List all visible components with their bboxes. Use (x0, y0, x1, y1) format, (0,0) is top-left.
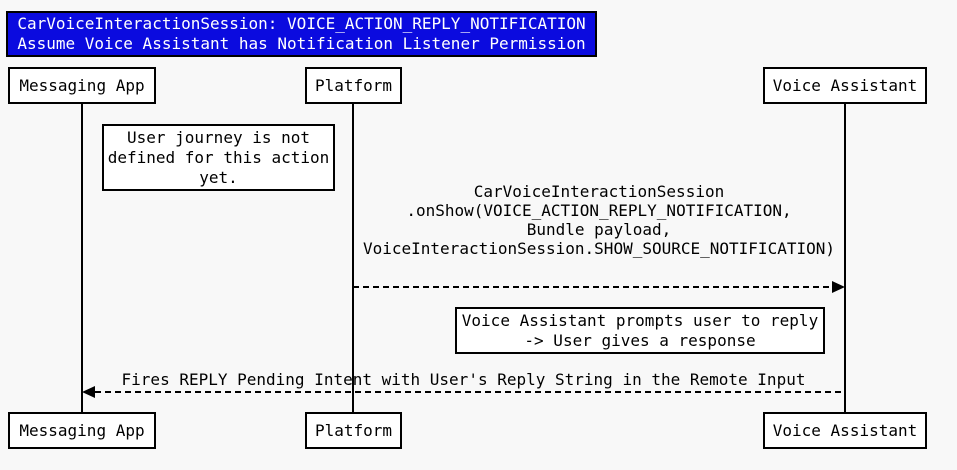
lifeline-messaging-app (81, 104, 83, 413)
note-user-journey-line-2: defined for this action (107, 148, 330, 167)
diagram-title-line-2: Assume Voice Assistant has Notification … (17, 34, 586, 53)
actor-box-platform-top: Platform (305, 67, 402, 104)
message-onshow-line-1: CarVoiceInteractionSession (473, 182, 725, 201)
message-onshow-label: CarVoiceInteractionSession .onShow(VOICE… (353, 182, 845, 258)
actor-box-platform-bottom: Platform (305, 412, 402, 449)
lifeline-voice-assistant (844, 104, 846, 413)
note-prompts-line-2: -> User gives a response (524, 331, 756, 350)
note-user-journey-line-3: yet. (199, 168, 238, 187)
message-reply-intent-arrow (95, 391, 845, 393)
note-user-journey: User journey is not defined for this act… (102, 124, 335, 191)
note-user-journey-line-1: User journey is not (126, 128, 311, 147)
arrowhead-left-icon (82, 386, 95, 398)
actor-box-voice-assistant-bottom: Voice Assistant (763, 412, 927, 449)
note-prompts-line-1: Voice Assistant prompts user to reply (461, 311, 819, 330)
actor-box-messaging-app-top: Messaging App (8, 67, 156, 104)
message-reply-intent-line-1: Fires REPLY Pending Intent with User's R… (121, 370, 806, 389)
message-reply-intent-label: Fires REPLY Pending Intent with User's R… (82, 370, 845, 389)
message-onshow-arrow (353, 286, 833, 288)
lifeline-platform (352, 104, 354, 413)
message-onshow-line-4: VoiceInteractionSession.SHOW_SOURCE_NOTI… (362, 239, 835, 258)
message-onshow-line-3: Bundle payload, (526, 220, 672, 239)
actor-box-voice-assistant-top: Voice Assistant (763, 67, 927, 104)
message-onshow-line-2: .onShow(VOICE_ACTION_REPLY_NOTIFICATION, (406, 201, 792, 220)
note-voice-assistant-prompts: Voice Assistant prompts user to reply ->… (455, 307, 825, 354)
actor-box-messaging-app-bottom: Messaging App (8, 412, 156, 449)
arrowhead-right-icon (832, 281, 845, 293)
diagram-title-line-1: CarVoiceInteractionSession: VOICE_ACTION… (17, 14, 586, 33)
diagram-title: CarVoiceInteractionSession: VOICE_ACTION… (6, 11, 597, 57)
